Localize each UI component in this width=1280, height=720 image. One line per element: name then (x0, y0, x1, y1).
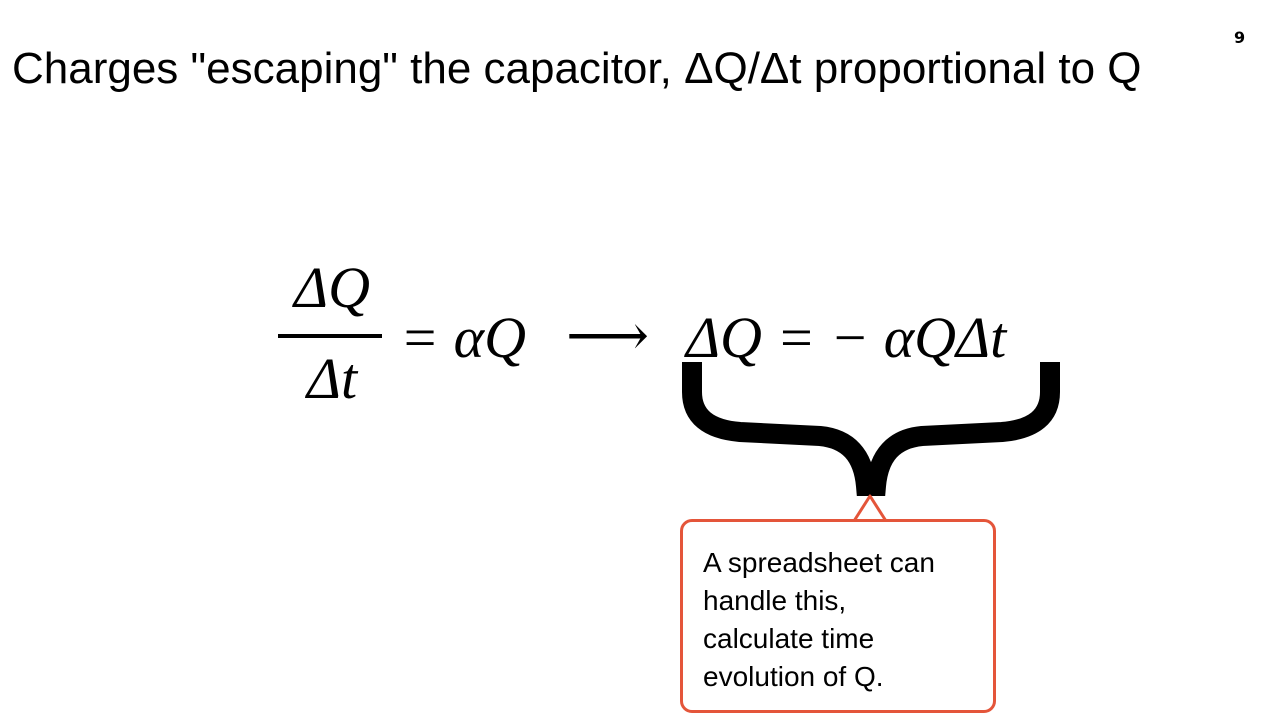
callout-box: A spreadsheet can handle this, calculate… (680, 519, 996, 713)
fraction-numerator: ΔQ (292, 255, 370, 320)
equation-rhs-alpha-q: = αQ (400, 305, 526, 370)
fraction-denominator: Δt (305, 346, 359, 411)
callout-line: handle this, (703, 585, 847, 616)
callout-text: A spreadsheet can handle this, calculate… (703, 544, 975, 696)
underbrace-icon (682, 362, 1060, 496)
long-right-arrow-icon: ⟶ (566, 303, 649, 368)
callout-line: calculate time (703, 623, 875, 654)
callout-line: evolution of Q. (703, 661, 884, 692)
equation-delta-q-expression: ΔQ = − αQΔt (684, 305, 1008, 370)
slide-title: Charges "escaping" the capacitor, ΔQ/Δt … (12, 44, 1142, 93)
page-number: 9 (1234, 28, 1246, 47)
callout-line: A spreadsheet can (703, 547, 935, 578)
